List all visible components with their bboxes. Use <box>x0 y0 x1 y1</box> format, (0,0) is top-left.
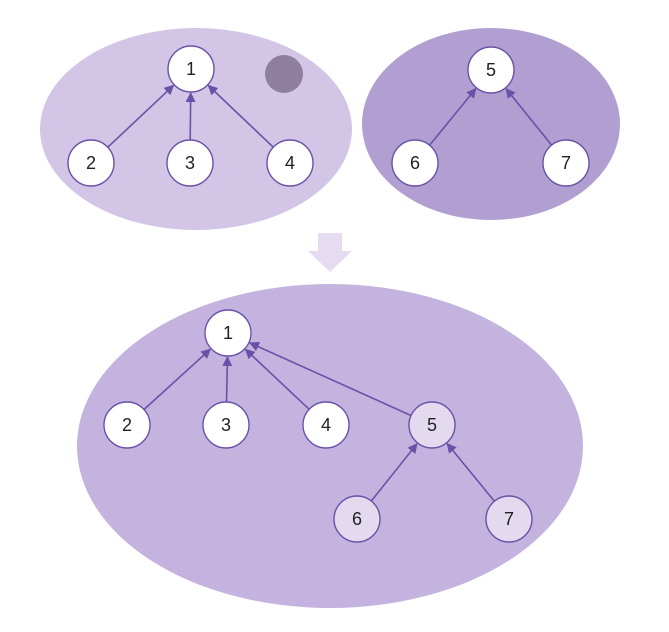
graph-node: 6 <box>391 139 439 187</box>
node-label: 6 <box>410 153 420 173</box>
node-circle <box>485 495 533 543</box>
node-label: 5 <box>427 415 437 435</box>
node-circle <box>166 139 214 187</box>
node-label: 3 <box>185 153 195 173</box>
edge-m6-to-m5 <box>370 443 418 502</box>
graph-node: 7 <box>485 495 533 543</box>
edge-n4-to-n1 <box>207 84 274 148</box>
marker-dot <box>265 55 303 93</box>
node-circle <box>202 401 250 449</box>
graph-node: 3 <box>166 139 214 187</box>
graph-node: 1 <box>204 309 252 357</box>
nodes-layer: 1 2 3 4 5 6 7 1 2 3 4 5 6 7 <box>67 45 590 543</box>
edge-n2-to-n1 <box>107 84 175 148</box>
node-circle <box>467 46 515 94</box>
node-label: 5 <box>486 60 496 80</box>
graph-node: 4 <box>266 139 314 187</box>
edge-n7-to-n5 <box>505 87 553 146</box>
graph-node: 7 <box>542 139 590 187</box>
node-label: 1 <box>223 323 233 343</box>
graph-node: 1 <box>167 45 215 93</box>
edge-m3-to-m1 <box>222 356 233 403</box>
node-circle <box>67 139 115 187</box>
node-label: 6 <box>352 509 362 529</box>
node-label: 4 <box>285 153 295 173</box>
node-circle <box>542 139 590 187</box>
node-label: 4 <box>321 415 331 435</box>
node-circle <box>204 309 252 357</box>
graph-node: 5 <box>467 46 515 94</box>
node-label: 7 <box>561 153 571 173</box>
node-circle <box>391 139 439 187</box>
down-arrow-icon <box>308 233 352 272</box>
graph-node: 4 <box>302 401 350 449</box>
node-circle <box>167 45 215 93</box>
graph-node: 2 <box>67 139 115 187</box>
edge-m7-to-m5 <box>446 442 496 502</box>
graph-node: 3 <box>202 401 250 449</box>
node-circle <box>103 401 151 449</box>
edge-m5-to-m1 <box>248 342 412 417</box>
node-circle <box>408 401 456 449</box>
node-label: 7 <box>504 509 514 529</box>
graph-node: 2 <box>103 401 151 449</box>
edge-n6-to-n5 <box>428 87 477 146</box>
edges-layer <box>107 84 553 502</box>
node-label: 3 <box>221 415 231 435</box>
edge-n3-to-n1 <box>185 92 196 141</box>
node-circle <box>302 401 350 449</box>
graph-node: 6 <box>333 495 381 543</box>
node-label: 2 <box>86 153 96 173</box>
graph-node: 5 <box>408 401 456 449</box>
node-circle <box>266 139 314 187</box>
edge-m2-to-m1 <box>143 348 212 411</box>
edge-m4-to-m1 <box>244 348 310 410</box>
node-label: 1 <box>186 59 196 79</box>
node-label: 2 <box>122 415 132 435</box>
node-circle <box>333 495 381 543</box>
